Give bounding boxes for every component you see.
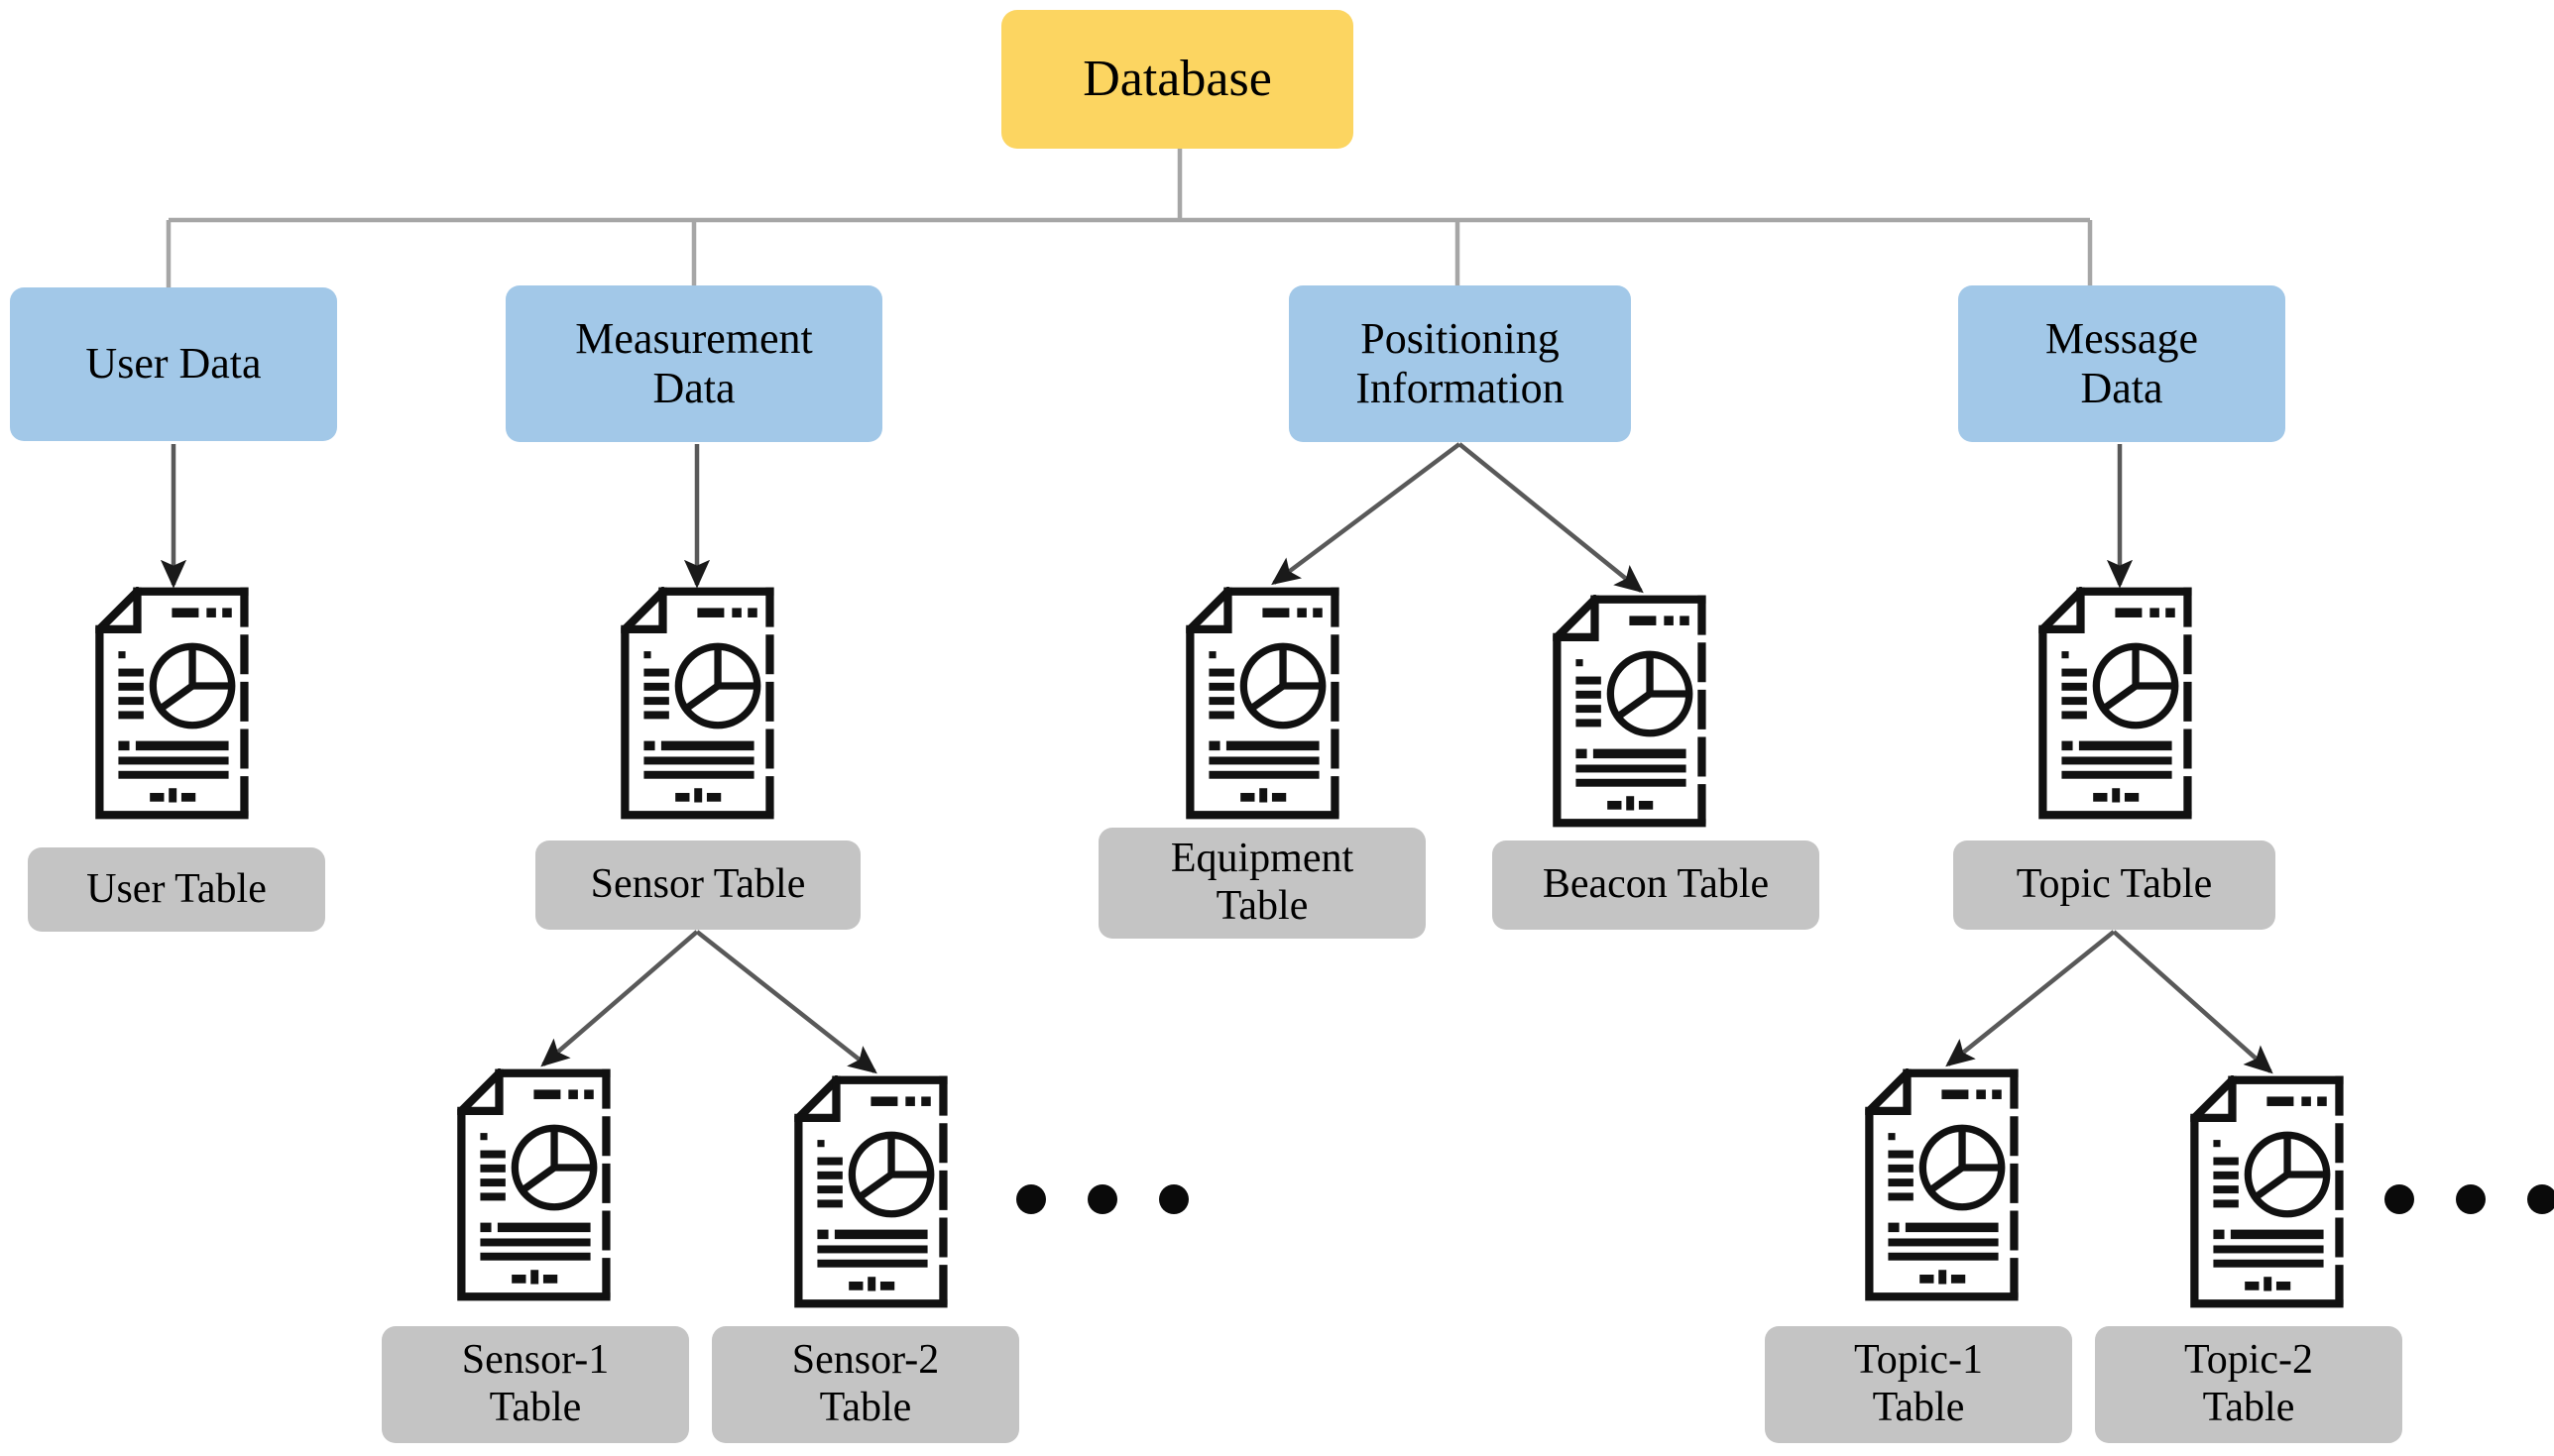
node-message-data[interactable]: Message Data	[1958, 285, 2285, 442]
node-sensor-1-table[interactable]: Sensor-1 Table	[382, 1326, 689, 1443]
ellipsis-dot	[2527, 1184, 2554, 1214]
ellipsis-more-sensor-tables	[1016, 1184, 1189, 1214]
node-label: Beacon Table	[1542, 861, 1770, 908]
document-report-icon	[2189, 1073, 2348, 1308]
node-topic-1-table[interactable]: Topic-1 Table	[1765, 1326, 2072, 1443]
node-beacon-table[interactable]: Beacon Table	[1492, 840, 1819, 930]
node-equipment-table[interactable]: Equipment Table	[1099, 828, 1426, 939]
node-label: User Table	[86, 865, 267, 912]
edge-arrow-sensor-1	[540, 930, 699, 1067]
edge-arrow-pos-beacon	[1457, 442, 1644, 594]
node-topic-table[interactable]: Topic Table	[1953, 840, 2275, 930]
node-measurement-data[interactable]: Measurement Data	[506, 285, 882, 442]
node-label: Measurement Data	[575, 313, 813, 412]
ellipsis-dot	[2456, 1184, 2486, 1214]
node-label: User Data	[85, 339, 262, 389]
node-database[interactable]: Database	[1001, 10, 1353, 149]
ellipsis-dot	[1159, 1184, 1189, 1214]
node-label: Positioning Information	[1355, 313, 1565, 412]
document-report-icon	[456, 1066, 615, 1301]
node-user-table[interactable]: User Table	[28, 847, 325, 932]
document-report-icon	[1552, 593, 1710, 828]
ellipsis-dot	[1016, 1184, 1046, 1214]
node-label: Sensor Table	[590, 861, 806, 908]
document-report-icon	[1864, 1066, 2023, 1301]
document-report-icon	[2037, 585, 2196, 820]
node-label: Equipment Table	[1170, 836, 1354, 929]
node-label: Topic Table	[2016, 861, 2213, 908]
node-label: Database	[1083, 51, 1272, 108]
edge-arrow-topic-2	[2112, 930, 2273, 1074]
ellipsis-dot	[2384, 1184, 2414, 1214]
node-label: Topic-1 Table	[1853, 1337, 1984, 1430]
ellipsis-more-topic-tables	[2384, 1184, 2554, 1214]
document-report-icon	[793, 1073, 952, 1308]
edge-arrow-sensor-2	[695, 930, 877, 1074]
node-label: Message Data	[2045, 313, 2198, 412]
document-report-icon	[1185, 585, 1343, 820]
node-sensor-2-table[interactable]: Sensor-2 Table	[712, 1326, 1019, 1443]
node-label: Sensor-2 Table	[791, 1337, 940, 1430]
node-topic-2-table[interactable]: Topic-2 Table	[2095, 1326, 2402, 1443]
edge-arrow-pos-equipment	[1271, 442, 1461, 586]
document-report-icon	[620, 585, 778, 820]
node-positioning-information[interactable]: Positioning Information	[1289, 285, 1631, 442]
edge-arrow-topic-1	[1945, 930, 2116, 1067]
node-label: Topic-2 Table	[2183, 1337, 2314, 1430]
ellipsis-dot	[1088, 1184, 1117, 1214]
node-sensor-table[interactable]: Sensor Table	[535, 840, 861, 930]
document-report-icon	[94, 585, 253, 820]
node-label: Sensor-1 Table	[461, 1337, 610, 1430]
node-user-data[interactable]: User Data	[10, 287, 337, 441]
